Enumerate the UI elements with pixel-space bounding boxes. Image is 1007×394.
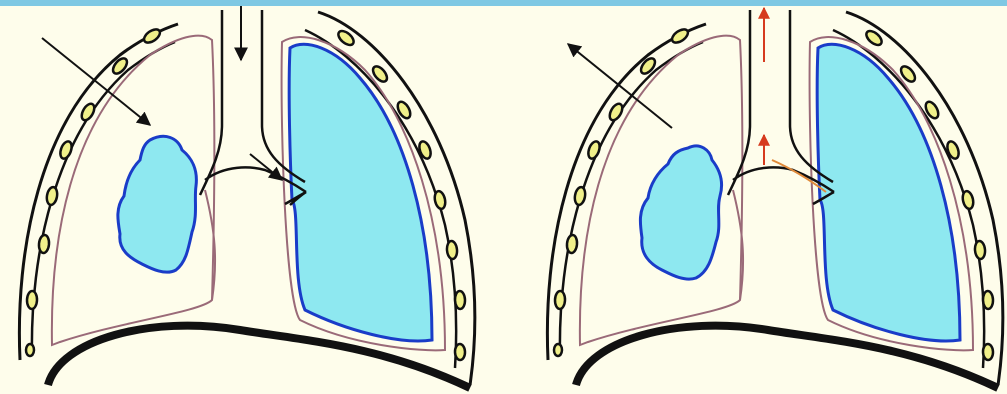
lung-right bbox=[817, 44, 960, 341]
panel-inspiration bbox=[19, 6, 474, 388]
top-band bbox=[0, 0, 1007, 6]
lung-left-collapsed bbox=[640, 146, 721, 279]
lung-right bbox=[289, 44, 432, 341]
lung-left-collapsed bbox=[118, 136, 197, 272]
panel-expiration bbox=[547, 8, 1002, 388]
air-in-arrow bbox=[42, 38, 150, 125]
